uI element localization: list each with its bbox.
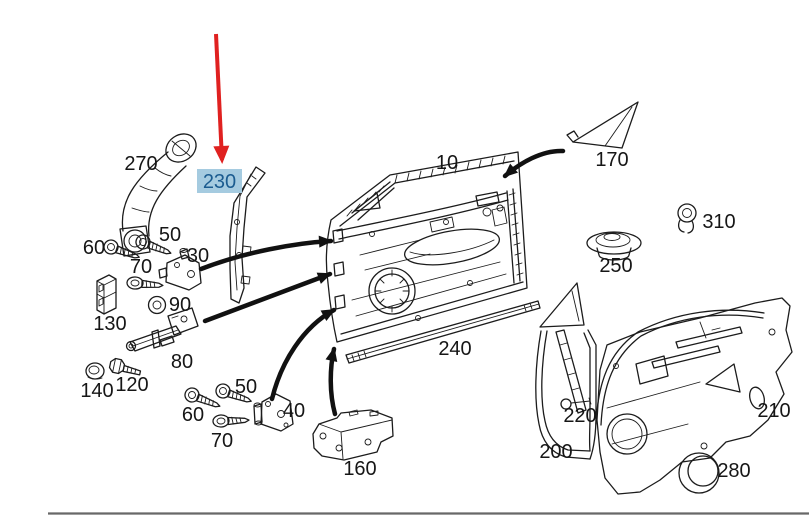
grommet-drawing-140[interactable]	[85, 362, 105, 380]
door-shell-drawing-10[interactable]	[325, 151, 528, 343]
mirror-triangle-drawing-170[interactable]	[566, 101, 639, 149]
part-label-60-upper[interactable]: 60	[83, 237, 105, 259]
sill-strip-drawing-240[interactable]	[345, 300, 541, 364]
screw-drawing-60-lower[interactable]	[183, 386, 223, 412]
frame-bracket-drawing-230[interactable]	[229, 166, 266, 304]
part-label-130[interactable]: 130	[93, 313, 126, 335]
washer-drawing-90[interactable]	[147, 295, 167, 315]
part-label-200[interactable]: 200	[539, 441, 572, 463]
part-label-250[interactable]: 250	[599, 255, 632, 277]
part-label-140[interactable]: 140	[80, 380, 113, 402]
part-label-80[interactable]: 80	[171, 351, 193, 373]
part-label-10[interactable]: 10	[436, 152, 458, 174]
part-label-160[interactable]: 160	[343, 458, 376, 480]
part-label-230: 230	[203, 171, 236, 193]
part-label-170[interactable]: 170	[595, 149, 628, 171]
block-drawing-130[interactable]	[96, 274, 117, 315]
part-label-270[interactable]: 270	[124, 153, 157, 175]
speaker-cover-drawing-280[interactable]	[678, 452, 720, 494]
part-label-310[interactable]: 310	[702, 211, 735, 233]
screw-drawing-60-upper[interactable]	[102, 238, 142, 263]
plug-drawing-250[interactable]	[586, 231, 642, 261]
part-label-40[interactable]: 40	[283, 400, 305, 422]
red-pointer-arrow	[213, 33, 230, 164]
leader-arrows	[198, 148, 566, 417]
hinge-drawing-30[interactable]	[158, 248, 202, 291]
part-label-240[interactable]: 240	[438, 338, 471, 360]
part-label-120[interactable]: 120	[115, 374, 148, 396]
door-check-drawing-80[interactable]	[125, 307, 199, 352]
screw-drawing-50-lower[interactable]	[214, 382, 254, 407]
hinge-drawing-40[interactable]	[253, 393, 294, 432]
inner-panel-drawing-210[interactable]	[595, 297, 793, 495]
frame-seal-drawing-200[interactable]	[535, 282, 597, 460]
part-label-280[interactable]: 280	[717, 460, 750, 482]
part-label-70-upper[interactable]: 70	[130, 256, 152, 278]
screw-drawing-70-upper[interactable]	[126, 276, 164, 291]
part-label-70-lower[interactable]: 70	[211, 430, 233, 452]
part-label-220[interactable]: 220	[563, 405, 596, 427]
highlighted-part-hotspot-230[interactable]: 230	[197, 169, 242, 193]
screw-drawing-70-lower[interactable]	[212, 413, 250, 428]
clip-drawing-220[interactable]	[560, 397, 592, 410]
part-label-50-lower[interactable]: 50	[235, 376, 257, 398]
part-label-60-lower[interactable]: 60	[182, 404, 204, 426]
part-label-50-upper[interactable]: 50	[159, 224, 181, 246]
part-label-30[interactable]: 30	[187, 245, 209, 267]
part-label-90[interactable]: 90	[169, 294, 191, 316]
part-label-210[interactable]: 210	[757, 400, 790, 422]
bolt-drawing-120[interactable]	[108, 357, 142, 378]
lock-module-drawing-160[interactable]	[312, 409, 394, 461]
screw-drawing-50-upper[interactable]	[134, 233, 174, 259]
clip-drawing-310[interactable]	[677, 203, 697, 234]
